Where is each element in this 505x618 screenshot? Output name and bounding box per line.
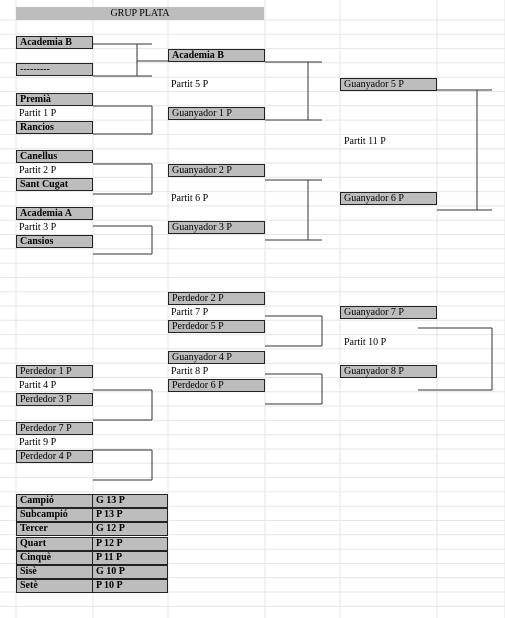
team-sant-cugat[interactable]: Sant Cugat <box>16 178 93 191</box>
ll-perdedor-4[interactable]: Perdedor 4 P <box>16 450 93 463</box>
ranking-place[interactable]: Setè <box>16 579 93 594</box>
ll-perdedor-1[interactable]: Perdedor 1 P <box>16 365 93 378</box>
match-6-label: Partit 6 P <box>171 193 209 204</box>
match-5-label: Partit 5 P <box>171 79 209 90</box>
ranking-match[interactable]: P 12 P <box>92 536 168 551</box>
team-rancios[interactable]: Rancios <box>16 121 93 134</box>
team-academia-a[interactable]: Academia A <box>16 207 93 220</box>
team-premia[interactable]: Premià <box>16 93 93 106</box>
ranking-match[interactable]: G 13 P <box>92 494 168 508</box>
match-3-label: Partit 3 P <box>19 222 57 233</box>
l-guanyador-4[interactable]: Guanyador 4 P <box>168 351 265 364</box>
ranking-match[interactable]: G 10 P <box>92 565 168 579</box>
match-4-label: Partit 4 P <box>19 380 57 391</box>
ranking-place[interactable]: Campió <box>16 494 93 508</box>
ranking-match[interactable]: G 12 P <box>92 522 168 537</box>
match-11-label: Partit 11 P <box>344 136 386 147</box>
match-10-label: Partit 10 P <box>344 337 387 348</box>
team-cansios[interactable]: Cansios <box>16 235 93 248</box>
r2-academia-b[interactable]: Academia B <box>168 49 265 62</box>
ll-perdedor-3[interactable]: Perdedor 3 P <box>16 393 93 406</box>
ranking-match[interactable]: P 11 P <box>92 550 168 565</box>
r2-guanyador-3[interactable]: Guanyador 3 P <box>168 221 265 234</box>
r3-guanyador-5[interactable]: Guanyador 5 P <box>340 78 437 91</box>
ranking-place[interactable]: Sisè <box>16 565 93 579</box>
l-guanyador-7[interactable]: Guanyador 7 P <box>340 306 437 319</box>
page-title: GRUP PLATA <box>16 7 264 20</box>
match-7-label: Partit 7 P <box>171 307 209 318</box>
team-canellus[interactable]: Canellus <box>16 150 93 163</box>
l-perdedor-5[interactable]: Perdedor 5 P <box>168 320 265 333</box>
match-1-label: Partit 1 P <box>19 108 57 119</box>
ranking-match[interactable]: P 13 P <box>92 508 168 523</box>
ll-perdedor-7[interactable]: Perdedor 7 P <box>16 422 93 435</box>
r3-guanyador-6[interactable]: Guanyador 6 P <box>340 192 437 205</box>
ranking-place[interactable]: Tercer <box>16 522 93 537</box>
l-guanyador-8[interactable]: Guanyador 8 P <box>340 365 437 378</box>
ranking-place[interactable]: Subcampió <box>16 508 93 523</box>
match-8-label: Partit 8 P <box>171 366 209 377</box>
team-bye[interactable]: --------- <box>16 63 93 76</box>
match-9-label: Partit 9 P <box>19 437 57 448</box>
l-perdedor-2[interactable]: Perdedor 2 P <box>168 292 265 305</box>
team-academia-b[interactable]: Academia B <box>16 36 93 49</box>
match-2-label: Partit 2 P <box>19 165 57 176</box>
l-perdedor-6[interactable]: Perdedor 6 P <box>168 379 265 392</box>
r2-guanyador-1[interactable]: Guanyador 1 P <box>168 107 265 120</box>
ranking-place[interactable]: Quart <box>16 536 93 551</box>
ranking-place[interactable]: Cinquè <box>16 550 93 565</box>
ranking-match[interactable]: P 10 P <box>92 579 168 594</box>
r2-guanyador-2[interactable]: Guanyador 2 P <box>168 164 265 177</box>
